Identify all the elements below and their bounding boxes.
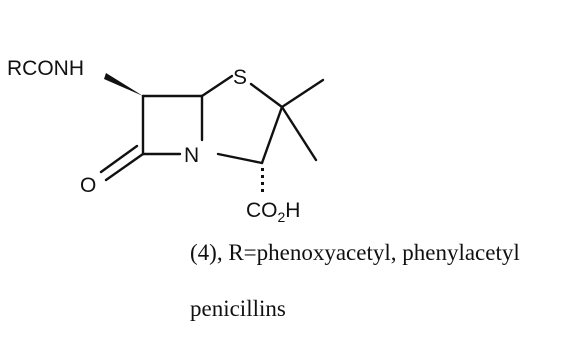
carboxyl-group-label: CO2H [246, 199, 300, 225]
bond-carbonyl-a [104, 152, 145, 182]
oxygen-atom-label: O [80, 174, 96, 197]
caption-compound-definition: (4), R=phenoxyacetyl, phenylacetyl [190, 240, 520, 265]
bond-c5-s [200, 74, 234, 98]
bond-carbonyl-b [99, 144, 139, 174]
bond-c2-methyl-a [280, 78, 325, 109]
wedge-bond-amide [104, 73, 143, 96]
nitrogen-atom-label: N [184, 144, 199, 167]
bond-c3-n [216, 152, 264, 165]
bond-c2-c3 [260, 105, 284, 165]
bond-s-c2 [249, 82, 284, 109]
bond-c2-methyl-b [280, 105, 318, 162]
caption-compound-class: penicillins [190, 296, 286, 321]
substituent-label: RCONH [7, 57, 84, 80]
hashed-bond-carboxyl [261, 168, 264, 192]
sulfur-atom-label: S [233, 66, 247, 89]
